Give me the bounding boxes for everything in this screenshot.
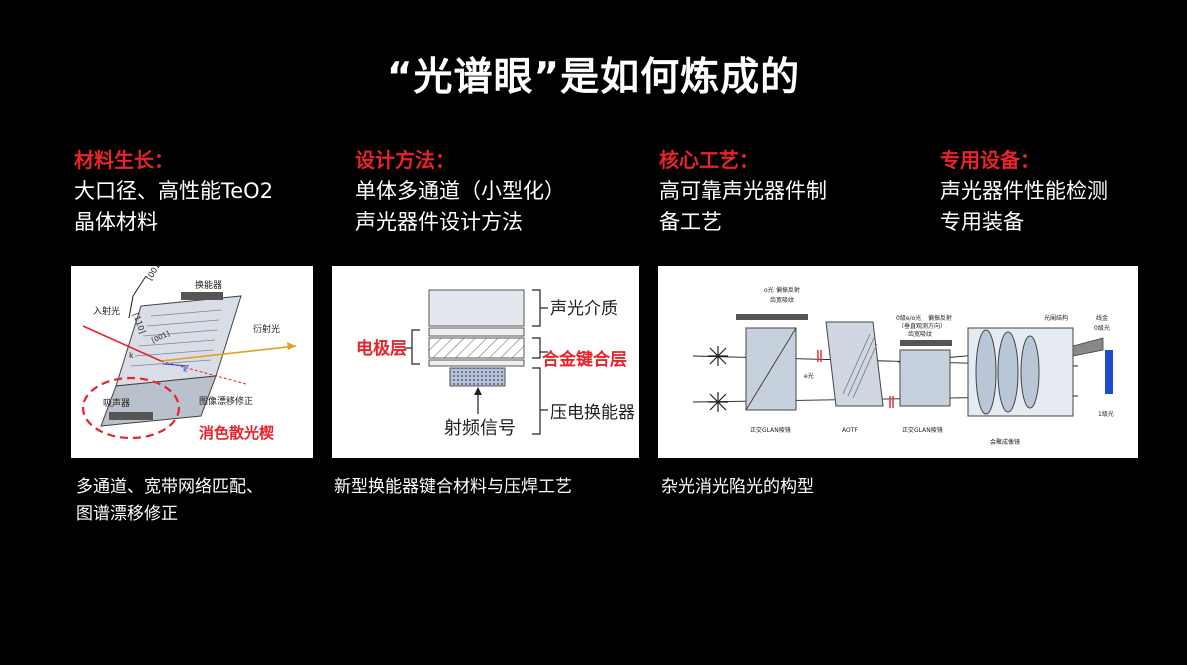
- arrowhead: [287, 342, 296, 350]
- column-body: 声光器件性能检测 专用装备: [940, 179, 1108, 234]
- e-light-label: e光: [804, 372, 814, 380]
- transducer-block: [181, 292, 223, 300]
- red-markers: [817, 350, 894, 408]
- crystal-top-face: [115, 295, 242, 387]
- absorber-label: 吸声器: [103, 397, 130, 409]
- column-body: 单体多通道（小型化） 声光器件设计方法: [355, 179, 565, 234]
- glan2-label: 正交GLAN棱镜: [902, 426, 943, 434]
- axis-001-label: [001]: [145, 266, 164, 282]
- column-heading: 设计方法：: [355, 148, 455, 172]
- absorb-grating-label: 齿宽吸纹: [770, 296, 794, 304]
- absorber-plate: [900, 340, 952, 346]
- light-source-icon: [708, 346, 728, 366]
- figure-caption: 杂光消光陷光的构型: [661, 477, 814, 497]
- absorber-plate: [736, 314, 808, 320]
- column-heading: 核心工艺：: [659, 148, 759, 172]
- lens-element: [1020, 335, 1040, 409]
- aotf-label: AOTF: [842, 427, 858, 434]
- line-gold-label: 线金: [1096, 314, 1108, 322]
- column-body: 大口径、高性能TeO2 晶体材料: [74, 179, 274, 234]
- stray-light-figure: o光 偏振反射 齿宽吸纹 e光 0级e/o光 偏振反射 （垂直观测方向） 齿宽吸…: [658, 266, 1138, 458]
- zero-eo-label: 0级e/o光: [896, 314, 921, 322]
- column-material: 材料生长： 大口径、高性能TeO2 晶体材料: [74, 144, 273, 238]
- absorb-grating2-label: 齿宽吸纹: [908, 330, 932, 338]
- acousto-optic-medium: [428, 289, 525, 327]
- crystal-diagram: [001] [110] [001] 换能器 入射光 衍射光 吸声器 图像漂移修正…: [81, 266, 297, 442]
- axis-line: [128, 295, 134, 319]
- axis-line: [132, 275, 147, 297]
- o-light-label: o光: [764, 286, 774, 294]
- lens-element: [997, 331, 1019, 413]
- rf-label: 射频信号: [444, 418, 516, 439]
- electrode-label: 电极层: [356, 338, 407, 359]
- aotf-crystal: [825, 321, 884, 407]
- medium-label: 声光介质: [550, 299, 618, 319]
- drift-label: 图像漂移修正: [199, 395, 253, 407]
- wave-vector: [162, 363, 190, 367]
- glan1-label: 正交GLAN棱镜: [750, 426, 791, 434]
- column-equipment: 专用设备： 声光器件性能检测 专用装备: [940, 144, 1108, 238]
- column-heading: 材料生长：: [74, 148, 174, 172]
- prism-diagonal: [745, 327, 797, 411]
- column-design: 设计方法： 单体多通道（小型化） 声光器件设计方法: [355, 144, 565, 238]
- pol-reflect-label: 偏振反射: [776, 286, 800, 294]
- bond-label: 合金键合层: [542, 349, 627, 370]
- vertical-dir-label: （垂直观测方向）: [898, 322, 946, 330]
- piezo-label: 压电换能器: [550, 403, 635, 423]
- incident-ray: [82, 325, 162, 362]
- aperture-baffle: [1072, 337, 1104, 357]
- incident-label: 入射光: [93, 305, 120, 317]
- page-title: “光谱眼”是如何炼成的: [386, 55, 801, 100]
- glan-prism-2: [899, 349, 951, 407]
- diffracted-label: 衍射光: [253, 323, 280, 335]
- bottom-electrode: [428, 359, 525, 367]
- zero-order-label: 0级光: [1094, 324, 1110, 332]
- first-order-label: 1级光: [1098, 410, 1114, 418]
- column-process: 核心工艺： 高可靠声光器件制 备工艺: [659, 144, 827, 238]
- aotf-stripes: [842, 333, 878, 399]
- wedge-highlight: [81, 376, 181, 440]
- kd-label: k: [183, 365, 188, 374]
- diffracted-ray: [160, 345, 297, 362]
- figure-caption: 新型换能器键合材料与压焊工艺: [334, 477, 572, 497]
- piezo-transducer: [449, 367, 506, 387]
- absorber-block: [109, 412, 153, 420]
- transducer-figure: 声光介质 合金键合层 电极层 压电换能器 射频信号: [332, 266, 639, 458]
- column-heading: 专用设备：: [940, 148, 1040, 172]
- aperture-label: 光阑结构: [1044, 314, 1068, 322]
- lens-label: 会聚成像镜: [990, 438, 1020, 446]
- bracket-lines: [404, 289, 548, 435]
- alloy-bond-layer: [428, 337, 525, 359]
- lens-element: [975, 329, 997, 415]
- transducer-diagram: 声光介质 合金键合层 电极层 压电换能器 射频信号: [356, 289, 635, 439]
- pol-reflect2-label: 偏振反射: [928, 314, 952, 322]
- column-body: 高可靠声光器件制 备工艺: [659, 179, 827, 234]
- arrowhead: [474, 387, 482, 395]
- acoustic-stripes: [130, 309, 222, 367]
- crystal-figure: [001] [110] [001] 换能器 入射光 衍射光 吸声器 图像漂移修正…: [71, 266, 313, 458]
- ki-label: k: [129, 351, 134, 360]
- figure-caption: 多通道、宽带网络匹配、 图谱漂移修正: [76, 477, 263, 524]
- wedge-label: 消色散光楔: [199, 424, 274, 442]
- stray-light-diagram: o光 偏振反射 齿宽吸纹 e光 0级e/o光 偏振反射 （垂直观测方向） 齿宽吸…: [692, 286, 1114, 446]
- detector: [1105, 350, 1113, 394]
- transducer-label: 换能器: [195, 279, 222, 291]
- top-electrode: [428, 327, 525, 337]
